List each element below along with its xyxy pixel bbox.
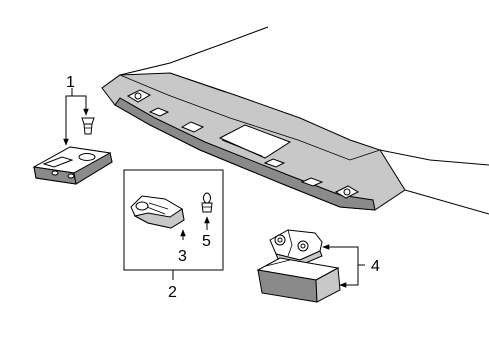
callout-1-leader — [63, 88, 89, 146]
callout-3: 3 — [178, 248, 187, 265]
dome-lamp-assembly — [32, 117, 113, 185]
callout-5: 5 — [202, 233, 211, 250]
callout-4-leader — [322, 244, 365, 288]
roof-headliner — [101, 26, 489, 215]
callout-1: 1 — [66, 74, 75, 91]
bulb — [201, 192, 213, 213]
lamp-lens — [256, 257, 341, 303]
callout-4: 4 — [371, 258, 380, 275]
callout-2: 2 — [168, 284, 177, 301]
map-lamp-socket — [130, 195, 185, 229]
